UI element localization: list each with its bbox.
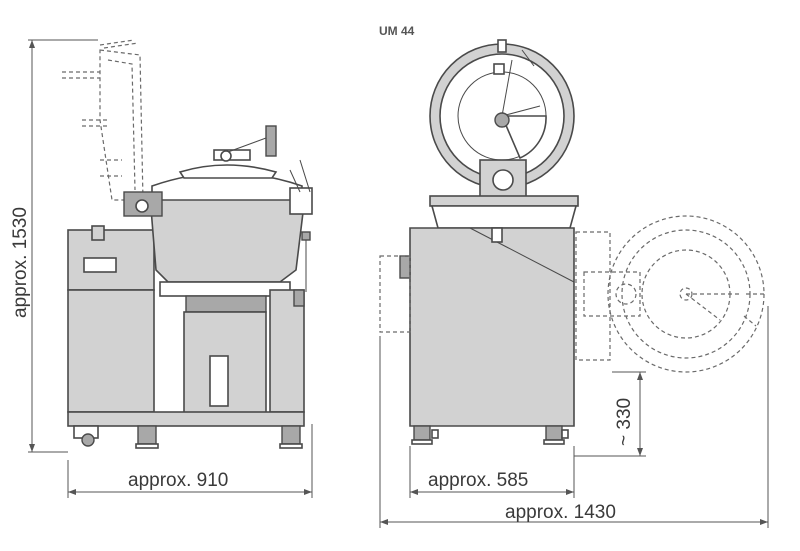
- tilt-height-label: ~ 330: [614, 398, 635, 446]
- side-width-label: approx. 585: [428, 470, 528, 491]
- front-base-frame: [67, 411, 305, 449]
- front-control-box: [67, 225, 155, 413]
- height-dimension-label: approx. 1530: [10, 207, 31, 318]
- side-rear-dashed: [379, 255, 411, 333]
- front-width-dimension: approx. 910: [67, 424, 313, 498]
- tilt-height-dimension: ~ 330: [574, 371, 646, 457]
- side-lid-open: [429, 39, 575, 217]
- side-view: ~ 330 approx. 585 approx. 1430: [379, 39, 769, 528]
- front-width-label: approx. 910: [128, 470, 228, 491]
- side-tilted-bowl: [575, 215, 766, 373]
- height-dimension: approx. 1530: [10, 39, 98, 453]
- front-lid-raised-dashed: [62, 39, 144, 201]
- tilted-width-dimension: approx. 1430: [379, 306, 769, 528]
- front-view: approx. 1530 approx. 910: [10, 39, 313, 498]
- side-width-dimension: approx. 585: [409, 446, 575, 498]
- tilted-width-label: approx. 1430: [505, 502, 616, 523]
- side-bowl-rim: [429, 195, 579, 229]
- side-feet: [411, 425, 569, 445]
- model-label: UM 44: [379, 24, 415, 38]
- front-column: [159, 231, 311, 415]
- side-cabinet: [399, 227, 575, 427]
- front-bowl: [123, 125, 313, 283]
